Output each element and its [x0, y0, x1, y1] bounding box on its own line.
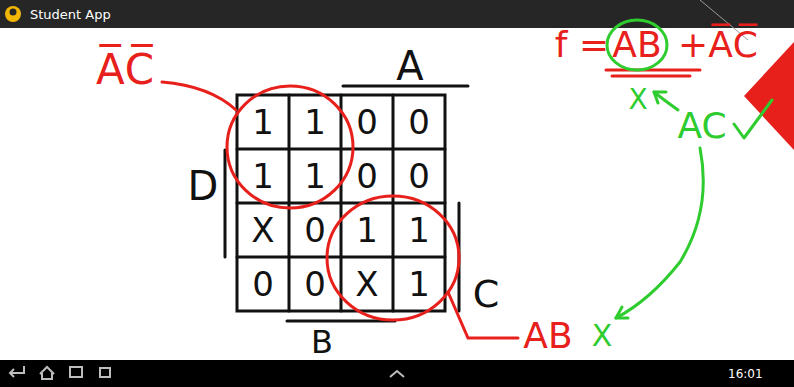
kmap-cell: 0 [252, 267, 274, 301]
app-title-bar [0, 0, 794, 28]
kmap-cell: 0 [408, 159, 430, 193]
kmap-cell: 1 [252, 159, 274, 193]
group-label: AB [523, 318, 572, 354]
variable-label: D [188, 166, 219, 206]
kmap-cell: 1 [408, 267, 430, 301]
nav-bar [0, 360, 794, 387]
function-term: AB [612, 27, 661, 63]
kmap-cell: 0 [408, 105, 430, 139]
app-title: Student App [30, 8, 111, 21]
function-text: f = [555, 27, 609, 63]
clock-text: 16:01 [728, 368, 763, 380]
green-notes [607, 20, 772, 318]
kmap-cell: 0 [356, 105, 378, 139]
kmap-cell: X [251, 213, 274, 247]
kmap-cell: 1 [356, 213, 378, 247]
variable-label: A [396, 46, 423, 86]
kmap-cell: 1 [304, 159, 326, 193]
variable-label: B [311, 326, 333, 358]
kmap-cell: 1 [408, 213, 430, 247]
group-label: A̅C̅ [96, 49, 154, 91]
kmap-cell: 1 [252, 105, 274, 139]
check-term: AC [677, 108, 726, 144]
app-icon-detail [10, 9, 17, 16]
app-icon [5, 6, 21, 22]
function-term: +A̅C̅ [678, 27, 758, 63]
group-loops [162, 70, 700, 338]
kmap-cell: 0 [304, 267, 326, 301]
kmap-cell: 0 [356, 159, 378, 193]
variable-label: C [473, 275, 500, 313]
variable-bars [225, 86, 468, 321]
kmap-cell: 1 [304, 105, 326, 139]
cross-mark: X [628, 86, 647, 114]
nav-icons [10, 366, 404, 379]
kmap-cell: 0 [304, 213, 326, 247]
cross-mark: X [592, 321, 613, 351]
kmap-cell: X [355, 267, 378, 301]
